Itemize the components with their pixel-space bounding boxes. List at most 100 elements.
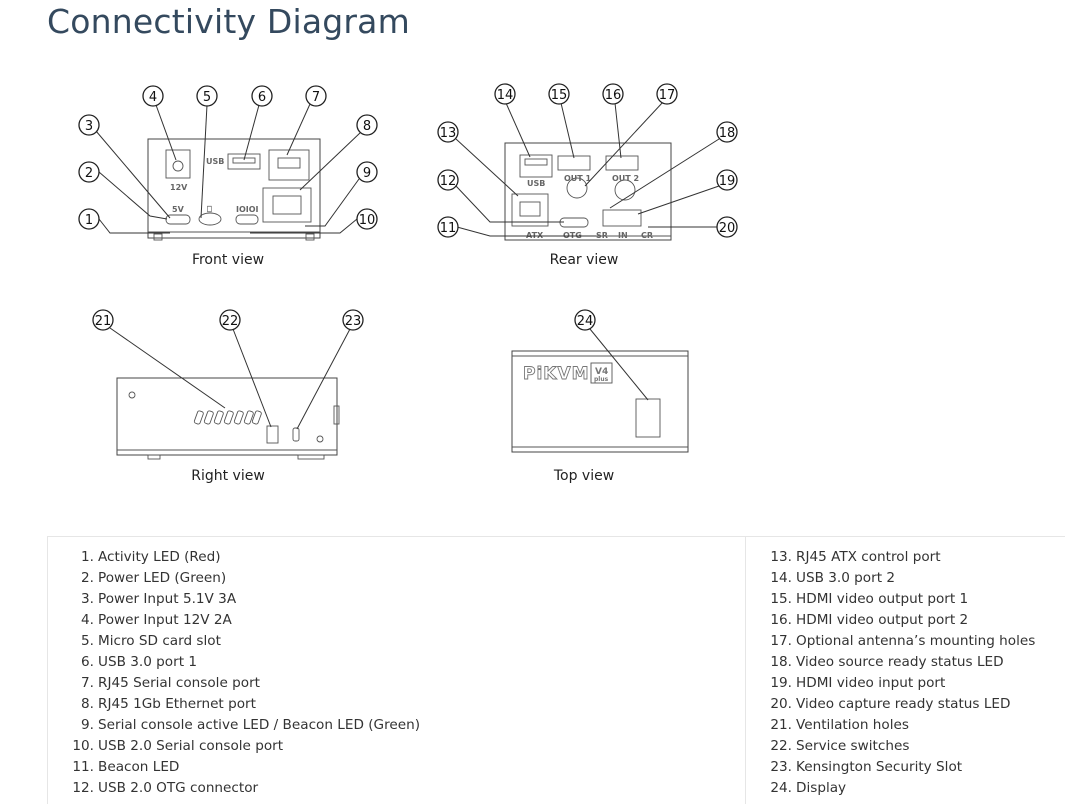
rear-out2-label: OUT 2 [612,174,639,183]
svg-text:5: 5 [203,90,211,105]
front-serial-label: IOIOI [236,205,259,214]
rear-in-label: IN [618,231,628,240]
svg-text:15: 15 [551,88,568,103]
legend-item: 7.RJ45 Serial console port [81,675,260,691]
right-leaders [109,327,351,430]
callout-13: 13 [437,121,459,143]
top-view-caption: Top view [553,468,615,484]
legend-item: 23.Kensington Security Slot [770,759,963,775]
legend-item: 13.RJ45 ATX control port [770,549,941,565]
right-view: 21 22 23 Right view [0,290,400,490]
page-title: Connectivity Diagram [47,2,410,41]
callout-12: 12 [437,169,459,191]
rear-leaders [455,101,720,237]
front-view-caption: Front view [191,252,265,268]
svg-text:16: 16 [605,88,622,103]
legend-table: 1.Activity LED (Red) 2.Power LED (Green)… [47,536,1065,804]
front-dc-label: 12V [170,183,188,192]
svg-text:17: 17 [659,88,676,103]
callout-7: 7 [305,85,327,107]
front-power-label: 5V [172,205,185,214]
legend-divider [745,537,746,804]
front-view: 12V USB 5V ⎕ IOIOI 1 2 3 4 5 6 7 8 9 10 … [0,0,400,280]
right-view-device [116,377,340,460]
legend-item: 3.Power Input 5.1V 3A [81,591,237,607]
legend-item: 17.Optional antenna’s mounting holes [770,633,1036,649]
rear-usb-label: USB [527,179,545,188]
callout-20: 20 [716,216,738,238]
rear-view-caption: Rear view [549,252,619,268]
callout-10: 10 [356,208,378,230]
right-view-caption: Right view [191,468,265,484]
callout-21: 21 [92,309,114,331]
callout-14: 14 [494,83,516,105]
legend-item: 14.USB 3.0 port 2 [770,570,895,586]
rear-view-device [504,142,672,241]
svg-text:23: 23 [345,314,362,329]
callout-17: 17 [656,83,678,105]
ventilation-holes [193,410,262,425]
callout-18: 18 [716,121,738,143]
legend-item: 15.HDMI video output port 1 [770,591,969,607]
svg-text:7: 7 [312,90,320,105]
svg-text:21: 21 [95,314,112,329]
callout-2: 2 [78,161,100,183]
legend-right-column: 13.RJ45 ATX control port 14.USB 3.0 port… [766,547,1035,799]
svg-text:4: 4 [149,90,157,105]
svg-text:14: 14 [497,88,514,103]
legend-item: 1.Activity LED (Red) [81,549,221,565]
legend-item: 11.Beacon LED [72,759,180,775]
legend-item: 16.HDMI video output port 2 [770,612,969,628]
rear-view: USB OUT 1 OUT 2 ATX OTG SR IN CR 11 12 1… [0,0,760,280]
callout-16: 16 [602,83,624,105]
legend-item: 20.Video capture ready status LED [770,696,1011,712]
svg-text:1: 1 [85,213,93,228]
front-view-device [147,138,321,241]
callout-4: 4 [142,85,164,107]
legend-item: 10.USB 2.0 Serial console port [72,738,284,754]
legend-item: 4.Power Input 12V 2A [81,612,232,628]
callout-1: 1 [78,208,100,230]
top-edition: plus [594,376,609,383]
callout-22: 22 [219,309,241,331]
svg-text:11: 11 [440,221,457,236]
legend-item: 21.Ventilation holes [770,717,909,733]
right-view-drawing: 21 22 23 [92,309,364,460]
top-view-drawing: PiKVM V4 plus 24 [511,309,689,453]
front-view-drawing: 12V USB 5V ⎕ IOIOI 1 2 3 4 5 6 7 8 9 10 [78,85,378,241]
legend-item: 19.HDMI video input port [770,675,946,691]
callout-23: 23 [342,309,364,331]
svg-text:18: 18 [719,126,736,141]
top-view-device [511,350,689,453]
callout-6: 6 [251,85,273,107]
svg-text:3: 3 [85,119,93,134]
svg-text:9: 9 [363,166,371,181]
legend-item: 22.Service switches [770,738,910,754]
top-model: V4 [595,367,608,377]
callout-5: 5 [196,85,218,107]
front-leaders [95,103,362,234]
svg-text:8: 8 [363,119,371,134]
svg-text:13: 13 [440,126,457,141]
legend-item: 24.Display [770,780,847,796]
legend-item: 5.Micro SD card slot [81,633,221,649]
callout-19: 19 [716,169,738,191]
svg-text:6: 6 [258,90,266,105]
callout-8: 8 [356,114,378,136]
front-sd-label: ⎕ [207,205,212,214]
callout-24: 24 [574,309,596,331]
svg-text:2: 2 [85,166,93,181]
legend-item: 18.Video source ready status LED [770,654,1004,670]
svg-text:20: 20 [719,221,736,236]
legend-item: 12.USB 2.0 OTG connector [72,780,259,796]
top-logo: PiKVM [523,364,590,384]
rear-out1-label: OUT 1 [564,174,592,183]
legend-left-column: 1.Activity LED (Red) 2.Power LED (Green)… [68,547,420,799]
svg-text:10: 10 [359,213,376,228]
legend-item: 6.USB 3.0 port 1 [81,654,197,670]
svg-text:19: 19 [719,174,736,189]
top-leader [589,328,649,401]
svg-text:12: 12 [440,174,457,189]
front-usb-label: USB [206,157,224,166]
legend-item: 2.Power LED (Green) [81,570,227,586]
